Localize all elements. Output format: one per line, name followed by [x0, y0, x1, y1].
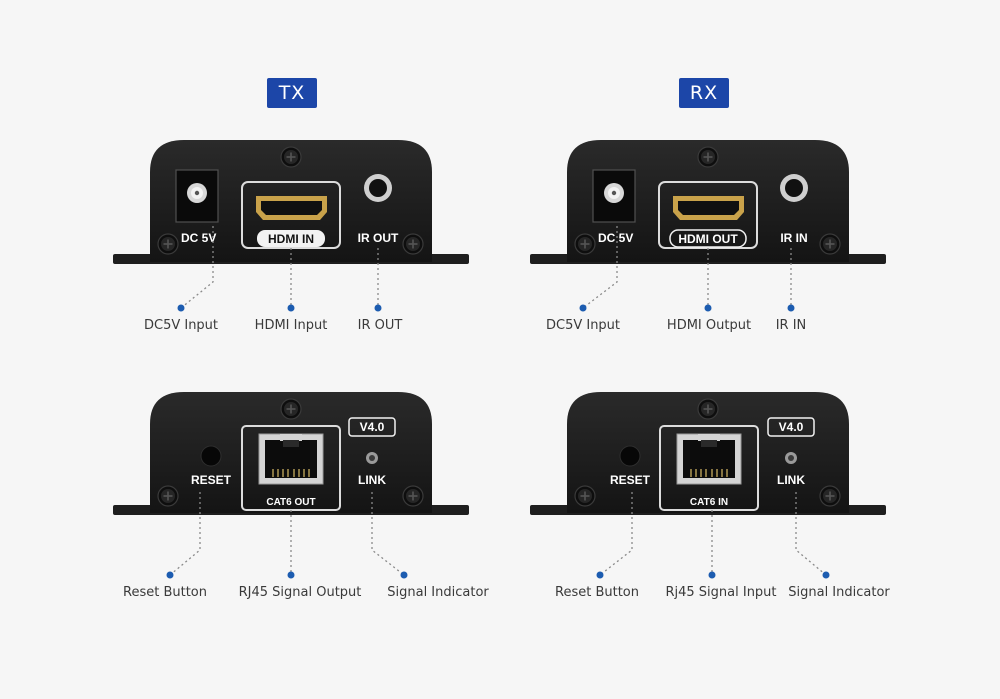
tx-dc-label: DC 5V	[181, 231, 216, 245]
screw-icon	[157, 233, 179, 255]
tx-link-callout: Signal Indicator	[387, 585, 489, 600]
rx-hdmi-label: HDMI OUT	[678, 232, 738, 246]
tx-back-leaders	[169, 492, 405, 576]
rx-front-panel: DC 5V HDMI OUT IR IN	[530, 140, 886, 264]
rx-reset-callout: Reset Button	[555, 585, 639, 600]
rx-back-panel: RESET CAT6 IN V4.0 LINK	[530, 392, 886, 515]
tx-link-label: LINK	[358, 473, 386, 487]
ir-jack-icon	[780, 174, 808, 202]
tx-dc-callout: DC5V Input	[143, 318, 219, 333]
rx-reset-label: RESET	[610, 473, 651, 487]
screw-icon	[280, 146, 302, 168]
screw-icon	[819, 233, 841, 255]
tx-ir-callout: IR OUT	[357, 318, 403, 333]
rx-badge: RX	[679, 78, 729, 108]
reset-button-icon	[619, 445, 641, 467]
tx-hdmi-callout: HDMI Input	[254, 318, 328, 333]
screw-icon	[402, 233, 424, 255]
tx-cat-callout: RJ45 Signal Output	[238, 585, 362, 600]
rx-dc-callout: DC5V Input	[545, 318, 621, 333]
tx-front-leaders	[180, 226, 379, 309]
version-badge	[767, 417, 815, 437]
ir-jack-icon	[364, 174, 392, 202]
rx-version-label: V4.0	[779, 420, 804, 434]
dc-jack-icon	[175, 169, 219, 223]
tx-front-panel: DC 5V HDMI IN IR OUT	[113, 140, 469, 264]
rj45-port-icon	[258, 433, 324, 485]
screw-icon	[157, 485, 179, 507]
reset-button-icon	[200, 445, 222, 467]
screw-icon	[574, 485, 596, 507]
screw-icon	[819, 485, 841, 507]
rx-hdmi-callout: HDMI Output	[666, 318, 752, 333]
rx-cat-callout: Rj45 Signal Input	[665, 585, 777, 600]
screw-icon	[402, 485, 424, 507]
rx-link-callout: Signal Indicator	[788, 585, 890, 600]
rx-back-leaders	[599, 492, 827, 576]
screw-icon	[574, 233, 596, 255]
tx-ir-label: IR OUT	[358, 231, 399, 245]
rx-link-label: LINK	[777, 473, 805, 487]
link-led-icon	[785, 452, 797, 464]
tx-back-panel: RESET CAT6 OUT V4.0 LINK	[113, 392, 469, 515]
tx-reset-label: RESET	[191, 473, 232, 487]
tx-badge: TX	[267, 78, 317, 108]
rx-front-leaders	[582, 226, 792, 309]
tx-front-dots	[177, 304, 382, 312]
screw-icon	[280, 398, 302, 420]
dc-jack-icon	[592, 169, 636, 223]
rx-front-dots	[579, 304, 795, 312]
rx-ir-callout: IR IN	[775, 318, 807, 333]
link-led-icon	[366, 452, 378, 464]
tx-hdmi-label: HDMI IN	[268, 232, 314, 246]
version-badge	[348, 417, 396, 437]
tx-cat-label: CAT6 OUT	[266, 497, 315, 508]
rx-cat-label: CAT6 IN	[690, 497, 728, 508]
screw-icon	[697, 398, 719, 420]
tx-reset-callout: Reset Button	[123, 585, 207, 600]
rx-dc-label: DC 5V	[598, 231, 633, 245]
screw-icon	[697, 146, 719, 168]
tx-back-dots	[166, 571, 408, 579]
rx-back-dots	[596, 571, 830, 579]
rx-ir-label: IR IN	[780, 231, 807, 245]
rj45-port-icon	[676, 433, 742, 485]
tx-version-label: V4.0	[360, 420, 385, 434]
hdmi-port-icon	[241, 181, 341, 249]
